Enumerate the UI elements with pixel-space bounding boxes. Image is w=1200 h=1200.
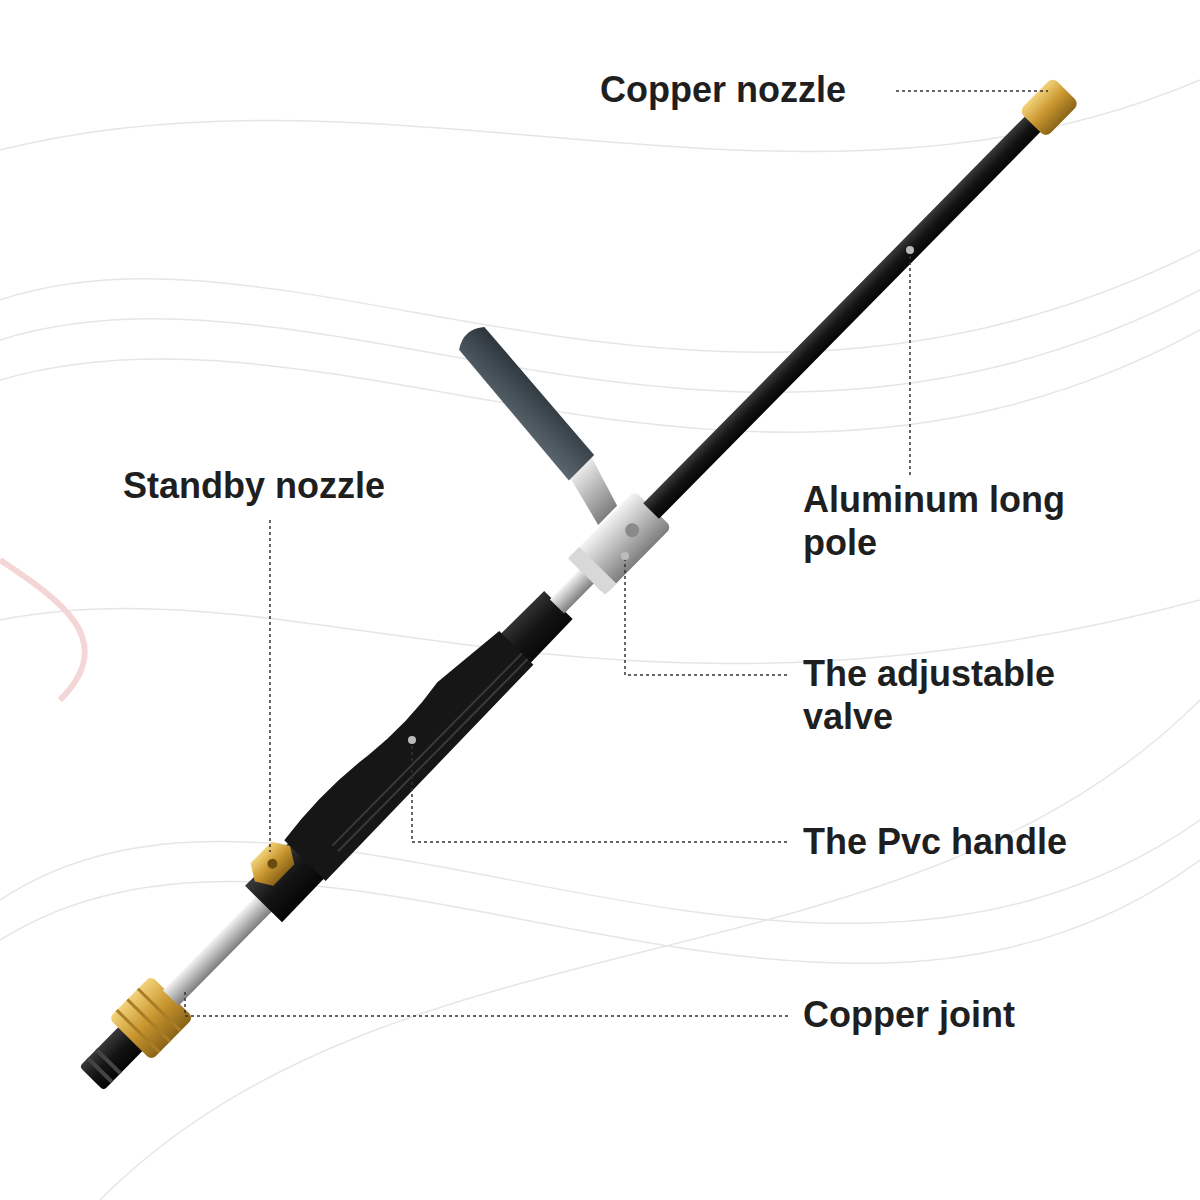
background-swirl [0, 80, 1200, 1200]
valve-lever [444, 322, 604, 481]
silver-pipe [163, 891, 277, 1006]
part-label: The Pvc handle [803, 820, 1067, 863]
copper-nozzle [1019, 77, 1080, 138]
aluminum-pole [643, 113, 1043, 519]
part-label: Copper joint [803, 993, 1015, 1036]
leader-line [269, 520, 271, 852]
leader-line [412, 740, 790, 842]
leader-line [625, 558, 790, 675]
part-label: The adjustable valve [803, 652, 1133, 738]
pvc-handle [245, 587, 577, 923]
leader-lines [185, 91, 1048, 1016]
spray-wand [0, 0, 1087, 1100]
part-label: Copper nozzle [600, 68, 846, 111]
background-swoosh [0, 560, 85, 700]
standby-nozzle [243, 835, 301, 893]
leader-line [185, 992, 790, 1016]
leader-line [909, 250, 911, 475]
leader-line [896, 90, 1048, 92]
part-label: Standby nozzle [123, 464, 385, 507]
part-label: Aluminum long pole [803, 478, 1133, 564]
